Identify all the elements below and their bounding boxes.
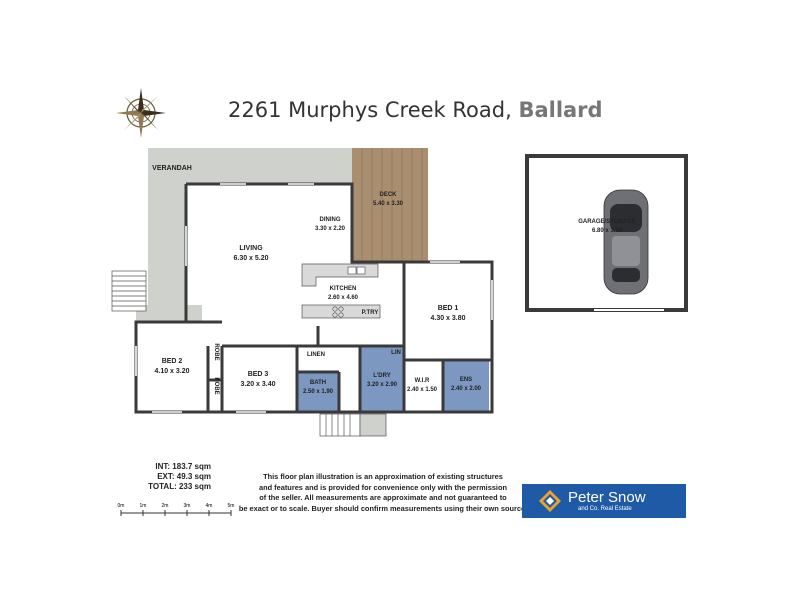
robe-2-text: ROBE [213, 377, 219, 394]
bed3-label: BED 3 [248, 371, 269, 378]
lin-label: LIN [391, 350, 401, 356]
wir-label: W.I.R [415, 378, 430, 384]
front-steps [319, 413, 387, 437]
area-summary: INT: 183.7 sqm EXT: 49.3 sqm TOTAL: 233 … [143, 462, 211, 492]
logo-sub: and Co. Real Estate [578, 505, 632, 512]
title-town: Ballard [518, 98, 603, 122]
bed3-size: 3.20 x 3.40 [240, 381, 275, 388]
cooktop-icon [332, 306, 344, 318]
ensuite-label: ENS [460, 377, 472, 383]
car-icon [603, 189, 649, 295]
pantry-label: P.TRY [362, 310, 379, 316]
laundry-size: 3.20 x 2.90 [367, 382, 398, 388]
garage-size: 6.80 x 3.00 [592, 228, 623, 234]
agency-logo: Peter Snow and Co. Real Estate [522, 484, 686, 518]
scale-tick-0: 0m [118, 503, 125, 509]
kitchen-size: 2.60 x 4.60 [328, 295, 359, 301]
linen-cupboard [297, 346, 339, 360]
scale-tick-1: 1m [140, 503, 147, 509]
disclaimer-line-4: be exact or to scale. Buyer should confi… [238, 503, 528, 513]
bath-floor [297, 372, 339, 412]
scale-tick-3: 3m [184, 503, 191, 509]
scale-tick-5: 5m [228, 503, 235, 509]
scale-tick-4: 4m [206, 503, 213, 509]
verandah-area [148, 148, 352, 322]
verandah-steps [111, 270, 147, 312]
kitchen-bench [301, 263, 379, 287]
dining-label: DINING [320, 217, 341, 223]
page-title: 2261 Murphys Creek Road, Ballard [228, 98, 603, 122]
disclaimer: This floor plan illustration is an appro… [238, 472, 528, 514]
scale-tick-2: 2m [162, 503, 169, 509]
compass-rose-icon [114, 86, 168, 140]
area-ext: EXT: 49.3 sqm [157, 472, 211, 481]
deck-label: DECK [379, 192, 397, 198]
robe-1-text: ROBE [213, 343, 219, 360]
robe-2-label: ROBE [213, 377, 219, 394]
scale-bar: 0m 1m 2m 3m 4m 5m [116, 501, 246, 521]
ensuite-floor [443, 360, 489, 412]
house-walls [134, 182, 494, 414]
bed1-label: BED 1 [438, 305, 459, 312]
laundry-label: L'DRY [373, 373, 391, 379]
robe-1-label: ROBE [213, 343, 219, 360]
living-size: 6.30 x 5.20 [233, 255, 268, 262]
deck-size: 5.40 x 3.30 [373, 201, 404, 207]
bath-label: BATH [310, 380, 326, 386]
title-street: 2261 Murphys Creek Road, [228, 98, 512, 122]
garage-label: GARAGE/STORAGE [578, 219, 636, 225]
disclaimer-line-2: and features and is provided for conveni… [258, 482, 508, 492]
disclaimer-line-3: of the seller. All measurements are appr… [259, 493, 507, 502]
logo-name: Peter Snow [568, 488, 646, 506]
deck-area [352, 148, 428, 262]
deck-boards [361, 148, 423, 262]
bed2-label: BED 2 [162, 358, 183, 365]
bath-size: 2.50 x 1.90 [303, 389, 334, 395]
verandah-label: VERANDAH [152, 165, 192, 172]
linen-label: LINEN [307, 352, 325, 358]
living-label: LIVING [239, 245, 263, 252]
wir-size: 2.40 x 1.50 [407, 387, 438, 393]
disclaimer-line-1: This floor plan illustration is an appro… [263, 472, 503, 481]
bed2-size: 4.10 x 3.20 [154, 368, 189, 375]
logo-mark-icon [538, 489, 562, 513]
dining-size: 3.30 x 2.20 [315, 226, 346, 232]
bed1-size: 4.30 x 3.80 [430, 315, 465, 322]
ensuite-size: 2.40 x 2.00 [451, 386, 482, 392]
kitchen-label: KITCHEN [330, 286, 357, 292]
windows [135, 183, 493, 413]
area-total: TOTAL: 233 sqm [148, 482, 211, 491]
area-int: INT: 183.7 sqm [155, 462, 211, 471]
sink-icon [347, 266, 366, 275]
laundry-floor [360, 346, 404, 412]
